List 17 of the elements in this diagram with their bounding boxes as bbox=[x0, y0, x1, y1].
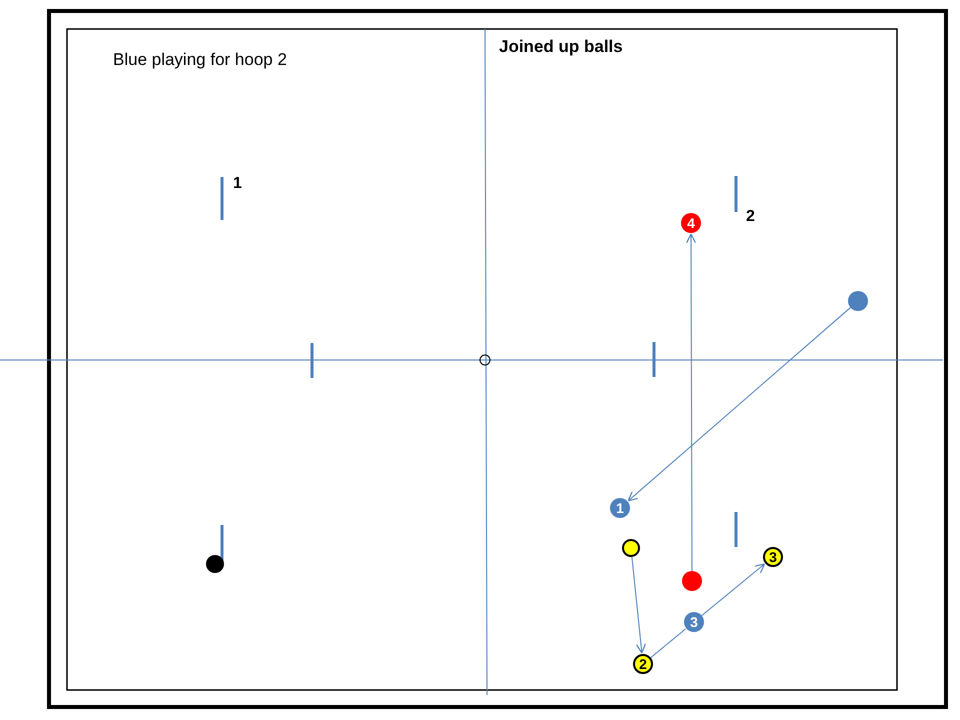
arrow bbox=[628, 307, 851, 502]
arrow bbox=[686, 233, 696, 572]
arrow bbox=[701, 563, 766, 616]
ball: 1 bbox=[610, 498, 630, 518]
hoop-number: 1 bbox=[233, 175, 242, 193]
ball bbox=[622, 539, 640, 557]
ball: 3 bbox=[763, 547, 783, 567]
diagram-title: Joined up balls bbox=[499, 37, 623, 57]
note-text: Blue playing for hoop 2 bbox=[113, 50, 287, 70]
ball bbox=[848, 291, 868, 311]
ball: 4 bbox=[681, 213, 701, 233]
ball bbox=[682, 571, 702, 591]
arrow bbox=[631, 556, 646, 654]
ball: 3 bbox=[684, 612, 704, 632]
ball bbox=[206, 555, 224, 573]
ball: 2 bbox=[633, 654, 653, 674]
hoop-number: 2 bbox=[746, 208, 755, 226]
